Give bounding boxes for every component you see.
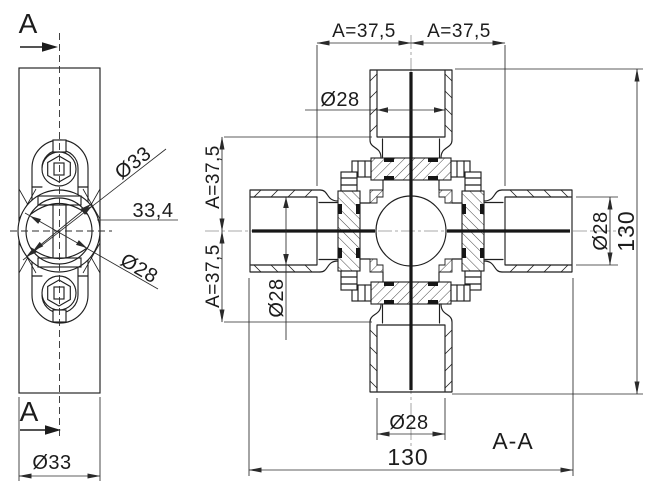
arm-right [445, 170, 574, 292]
section-cut-marker-top: A [19, 8, 58, 52]
arm-left [248, 170, 377, 292]
dim-tube-dia: Ø33 [18, 397, 101, 481]
dim-text-dia28-right: Ø28 [590, 211, 612, 250]
cut-letter-bottom: A [20, 396, 39, 427]
cut-letter-top: A [19, 8, 38, 39]
dim-cross-width: 33,4 [32, 200, 178, 252]
dim-bore-right: Ø28 [576, 196, 618, 266]
dim-text-dia28-bottom: Ø28 [389, 412, 428, 434]
dim-insert-depth-top: A=37,5 A=37,5 [316, 21, 506, 186]
arm-top [350, 68, 472, 197]
dim-text-dia28-face: Ø28 [116, 249, 161, 288]
dim-bore-top: Ø28 [305, 89, 445, 113]
dim-text-130-right: 130 [613, 210, 639, 251]
hex-bolt-top [41, 139, 77, 187]
arm-bottom [350, 265, 472, 394]
center-block [369, 189, 453, 273]
dim-overall-width: 130 [248, 278, 574, 476]
side-view: A A Ø33 Ø28 33,4 [10, 8, 178, 481]
dim-text-a-top-left: A=37,5 [332, 21, 396, 42]
section-view: A=37,5 A=37,5 A=37,5 A=37,5 Ø28 Ø28 Ø28 [203, 21, 643, 476]
dim-bore-bottom: Ø28 [376, 398, 446, 440]
dim-bore-left: Ø28 [266, 197, 289, 340]
dim-text-dia28-top: Ø28 [320, 89, 359, 111]
dim-text-a-top-right: A=37,5 [427, 21, 491, 42]
section-view-label: A-A [492, 428, 533, 454]
dim-text-33-4: 33,4 [133, 200, 174, 222]
dim-text-a-left-upper: A=37,5 [203, 145, 224, 209]
dim-text-a-left-lower: A=37,5 [203, 244, 224, 308]
dim-text-dia33-tube: Ø33 [32, 452, 71, 474]
dim-text-dia28-left: Ø28 [266, 278, 288, 317]
section-cut-marker-bottom: A [20, 396, 61, 435]
dim-text-130-bottom: 130 [387, 444, 428, 470]
dim-insert-depth-left: A=37,5 A=37,5 [203, 136, 372, 323]
dim-overall-height: 130 [452, 68, 643, 395]
dim-text-dia33-face: Ø33 [111, 143, 156, 185]
